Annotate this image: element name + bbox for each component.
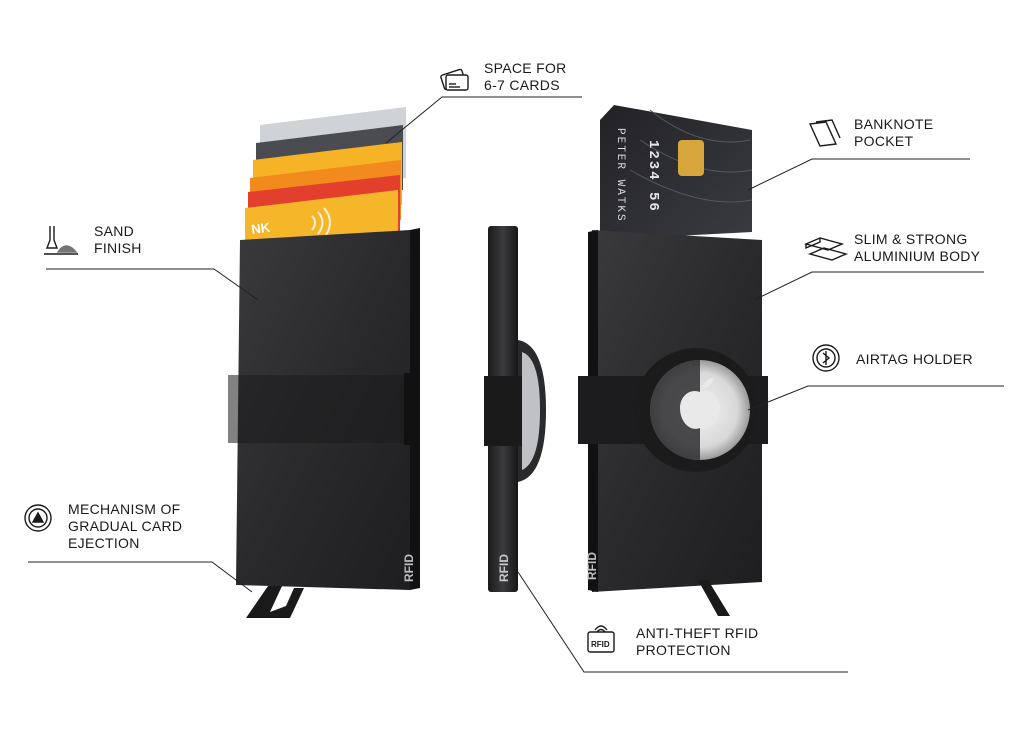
feature-aluminium-body: SLIM & STRONG ALUMINIUM BODY bbox=[854, 231, 980, 265]
feature-label-line: 6-7 CARDS bbox=[484, 77, 560, 93]
feature-label-line: SLIM & STRONG bbox=[854, 231, 968, 247]
ejection-icon bbox=[24, 504, 52, 532]
ejection-lever bbox=[246, 586, 304, 618]
cards-icon bbox=[440, 68, 469, 91]
airtag-icon bbox=[812, 344, 840, 372]
leader-cards bbox=[385, 96, 582, 144]
feature-label-line: MECHANISM OF bbox=[68, 501, 181, 517]
feature-label-line: SPACE FOR bbox=[484, 60, 567, 76]
feature-label-line: ANTI-THEFT RFID bbox=[636, 625, 759, 641]
black-card bbox=[600, 105, 752, 240]
feature-label-line: BANKNOTE bbox=[854, 116, 934, 132]
feature-label-line: GRADUAL CARD bbox=[68, 518, 183, 534]
rfid-mark-side: RFID bbox=[497, 554, 511, 582]
leader-rfid bbox=[517, 571, 848, 673]
leader-banknote bbox=[747, 158, 970, 191]
leader-lines bbox=[28, 96, 1004, 673]
feature-label-line: POCKET bbox=[854, 133, 914, 149]
feature-label-line: EJECTION bbox=[68, 535, 140, 551]
feature-airtag-holder: AIRTAG HOLDER bbox=[856, 351, 973, 368]
feature-label-line: FINISH bbox=[94, 240, 142, 256]
leader-aluminium bbox=[753, 271, 984, 301]
feature-label-line: SAND bbox=[94, 223, 135, 239]
feature-sand-finish: SAND FINISH bbox=[94, 223, 142, 257]
back-ejection-lever bbox=[698, 580, 730, 616]
card-number: 1234 56 bbox=[645, 140, 661, 213]
feature-ejection: MECHANISM OF GRADUAL CARD EJECTION bbox=[68, 501, 182, 552]
sand-icon bbox=[44, 226, 78, 255]
card-holder: PETER WATKS bbox=[614, 128, 626, 223]
rfid-mark-front: RFID bbox=[402, 554, 416, 582]
card-partial-text: NK bbox=[250, 219, 271, 237]
feature-label-line: PROTECTION bbox=[636, 642, 731, 658]
airtag-side-face bbox=[522, 352, 540, 470]
side-band bbox=[484, 376, 522, 446]
aluminium-profile-icon bbox=[803, 237, 849, 261]
feature-rfid-protection: ANTI-THEFT RFID PROTECTION bbox=[636, 625, 758, 659]
svg-text:RFID: RFID bbox=[591, 640, 610, 649]
banknote-icon bbox=[808, 119, 841, 147]
card-chip bbox=[678, 140, 704, 176]
wallet-band-edge bbox=[404, 373, 420, 445]
airtag-shadow-half bbox=[650, 360, 700, 460]
wallet-band bbox=[228, 375, 418, 443]
leader-airtag bbox=[747, 385, 1004, 411]
rfid-icon: RFID bbox=[587, 625, 615, 653]
leader-sand bbox=[46, 268, 259, 301]
leader-ejection bbox=[28, 561, 253, 593]
wallet-back-view: 1234 56 PETER WATKS RFID bbox=[578, 105, 768, 616]
apple-logo-icon bbox=[680, 378, 720, 429]
wallet-side-view: RFID bbox=[484, 226, 546, 592]
feature-space-for-cards: SPACE FOR 6-7 CARDS bbox=[484, 60, 567, 94]
feature-label-line: AIRTAG HOLDER bbox=[856, 351, 973, 367]
feature-banknote-pocket: BANKNOTE POCKET bbox=[854, 116, 933, 150]
rfid-mark-back: RFID bbox=[585, 552, 599, 580]
feature-label-line: ALUMINIUM BODY bbox=[854, 248, 981, 264]
wallet-front-view: NK RFID bbox=[228, 107, 420, 618]
